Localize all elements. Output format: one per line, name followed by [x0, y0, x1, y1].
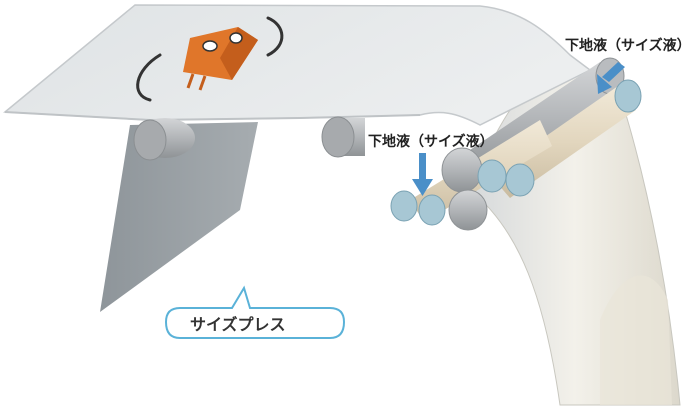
- press-roller-main-gray: [441, 147, 483, 193]
- sheet-drop-left: [100, 122, 258, 312]
- down-arrow-icon: [597, 62, 625, 94]
- roller-end-blue-2: [505, 163, 535, 197]
- label-size-liquid-top: 下地液（サイズ液）: [565, 37, 691, 54]
- sheet-top: [3, 4, 592, 126]
- paper-mascot-icon: [136, 16, 284, 102]
- roller-end-blue-4: [418, 194, 446, 226]
- roller-end-blue-1: [477, 159, 507, 193]
- callout-size-press: サイズプレス: [164, 285, 346, 339]
- sheet-curve-shadow: [600, 275, 672, 405]
- label-size-liquid-middle: 下地液（サイズ液）: [368, 133, 494, 150]
- press-roller-lower-gray: [448, 189, 488, 231]
- callout-size-press-label: サイズプレス: [190, 315, 286, 334]
- down-arrow-icon: [412, 153, 433, 196]
- sheet-top-edge: [4, 111, 421, 122]
- guide-roller-middle: [321, 116, 365, 158]
- guide-roller-left: [133, 118, 195, 161]
- roller-end-blue-3: [390, 190, 418, 222]
